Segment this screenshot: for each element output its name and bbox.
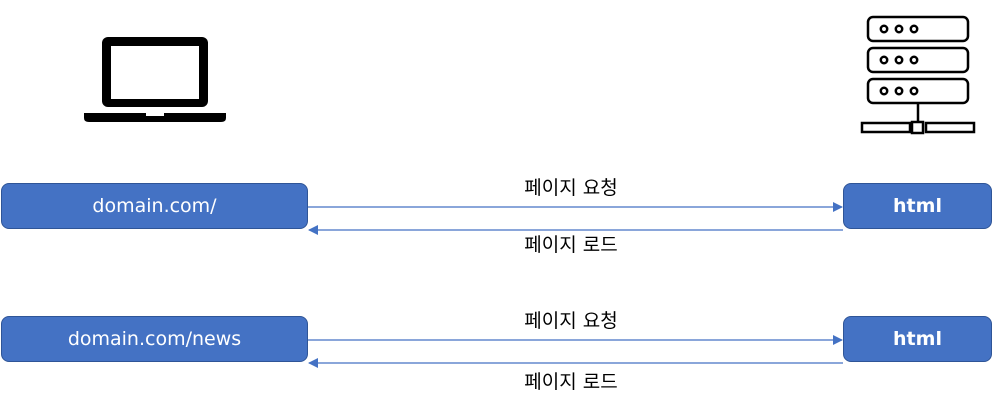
response-label-1: 페이지 로드	[524, 234, 618, 256]
client-url-box-2: domain.com/news	[1, 316, 308, 362]
request-label-2: 페이지 요청	[524, 310, 618, 332]
server-icon	[860, 15, 976, 135]
client-url-box-1: domain.com/	[1, 183, 308, 229]
server-label-text: html	[893, 195, 942, 217]
response-label-2: 페이지 로드	[524, 371, 618, 393]
server-html-box-2: html	[843, 316, 992, 362]
request-label-1: 페이지 요청	[524, 177, 618, 199]
client-url-text: domain.com/news	[67, 328, 242, 350]
client-url-text: domain.com/	[92, 195, 217, 217]
server-html-box-1: html	[843, 183, 992, 229]
laptop-icon	[84, 37, 226, 122]
server-label-text: html	[893, 328, 942, 350]
